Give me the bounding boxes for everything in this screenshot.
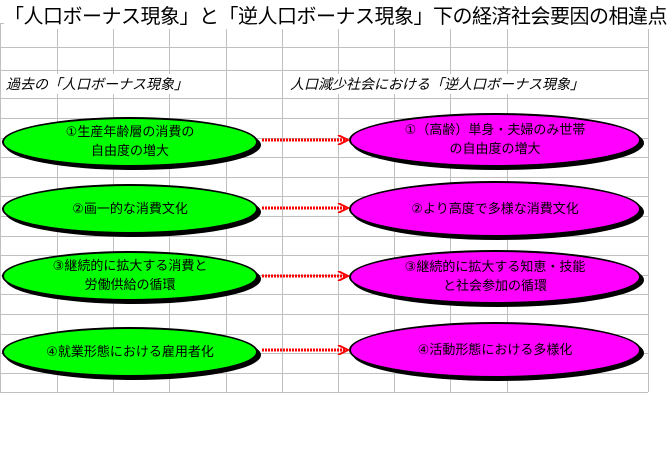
arrow-3 (262, 271, 350, 281)
future-factor-1: ①（高齢）単身・夫婦のみ世帯 の自由度の増大 (349, 113, 641, 167)
future-factor-3: ③継続的に拡大する知恵・技能 と社会参加の循環 (349, 250, 641, 304)
arrow-4 (262, 345, 350, 355)
past-factor-2: ②画一的な消費文化 (2, 184, 258, 234)
arrow-1 (262, 135, 350, 145)
past-factor-3: ③継続的に拡大する消費と 労働供給の循環 (2, 251, 258, 301)
future-factor-4: ④活動形態における多様化 (349, 322, 641, 378)
arrow-2 (262, 203, 350, 213)
future-factor-2: ②より高度で多様な消費文化 (349, 181, 641, 237)
past-heading: 過去の「人口ボーナス現象」 (6, 74, 188, 94)
past-factor-4: ④就業形態における雇用者化 (2, 327, 258, 377)
page-title: 「人口ボーナス現象」と「逆人口ボーナス現象」下の経済社会要因の相違点 (4, 0, 669, 29)
future-heading: 人口減少社会における「逆人口ボーナス現象」 (290, 74, 584, 94)
past-factor-1: ①生産年齢層の消費の 自由度の増大 (2, 117, 258, 167)
